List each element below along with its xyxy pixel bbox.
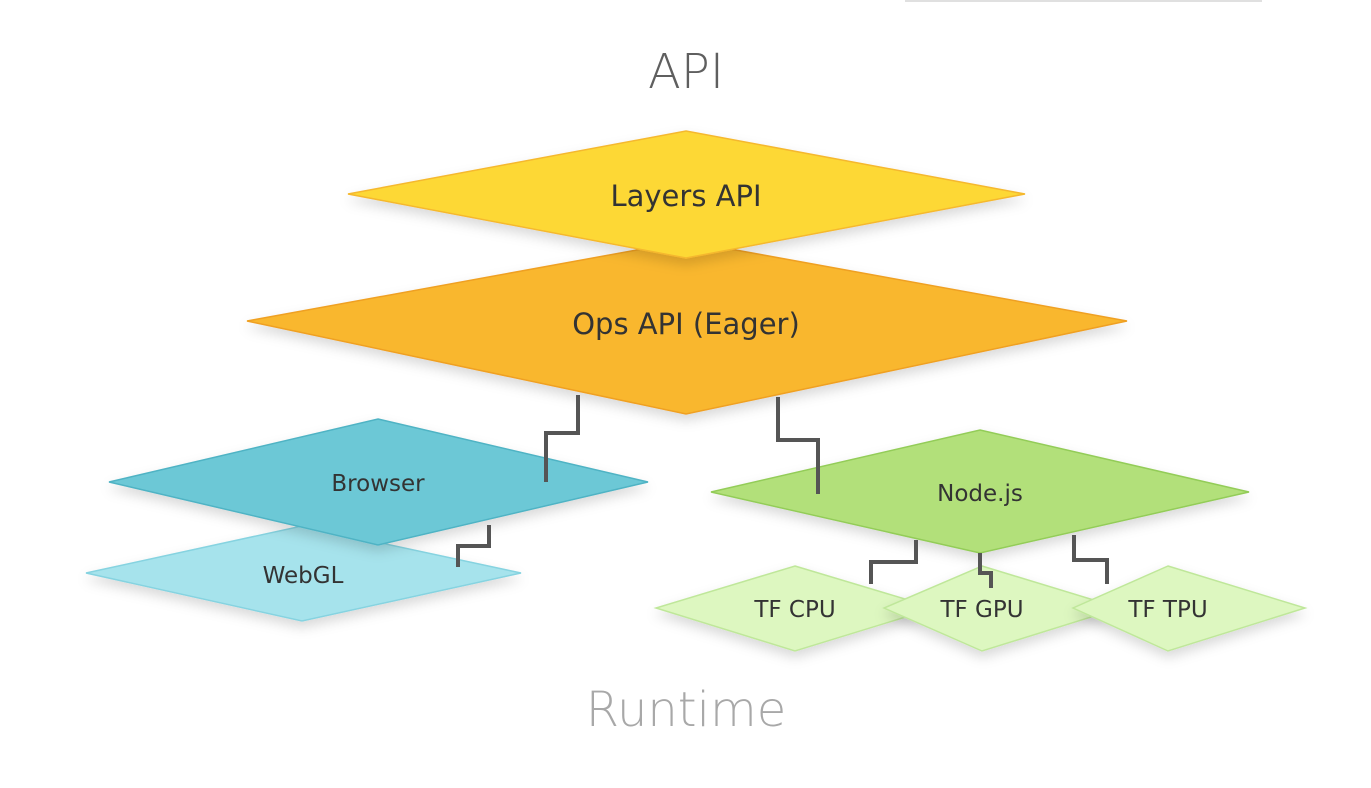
tf-gpu-label: TF GPU	[939, 597, 1023, 623]
nodejs-label: Node.js	[937, 481, 1023, 507]
nodejs-to-tf-tpu-connector	[1072, 535, 1109, 584]
ops-to-nodejs-connector	[776, 397, 820, 494]
ops-api-diamond[interactable]	[246, 240, 1128, 415]
webgl-diamond[interactable]	[85, 525, 522, 622]
nodejs-to-tf-cpu-connector	[869, 540, 918, 584]
tf-tpu-label: TF TPU	[1127, 597, 1207, 623]
browser-label: Browser	[331, 471, 425, 497]
runtime-title: Runtime	[586, 682, 786, 738]
ops-to-browser-connector	[544, 395, 580, 482]
nodejs-to-tf-gpu-connector	[978, 553, 993, 588]
browser-diamond[interactable]	[108, 418, 649, 546]
layers-api-diamond[interactable]	[347, 130, 1026, 259]
tf-gpu-diamond[interactable]	[882, 565, 1123, 652]
tf-tpu-diamond[interactable]	[1071, 565, 1308, 652]
layers-api-label: Layers API	[610, 179, 761, 213]
webgl-label: WebGL	[263, 563, 344, 589]
ops-api-label: Ops API (Eager)	[572, 307, 800, 341]
browser-to-webgl-connector	[456, 525, 491, 567]
tf-cpu-diamond[interactable]	[653, 565, 938, 652]
api-title: API	[648, 44, 724, 100]
top-edge-bar	[905, 0, 1262, 2]
tf-cpu-label: TF CPU	[753, 597, 835, 623]
